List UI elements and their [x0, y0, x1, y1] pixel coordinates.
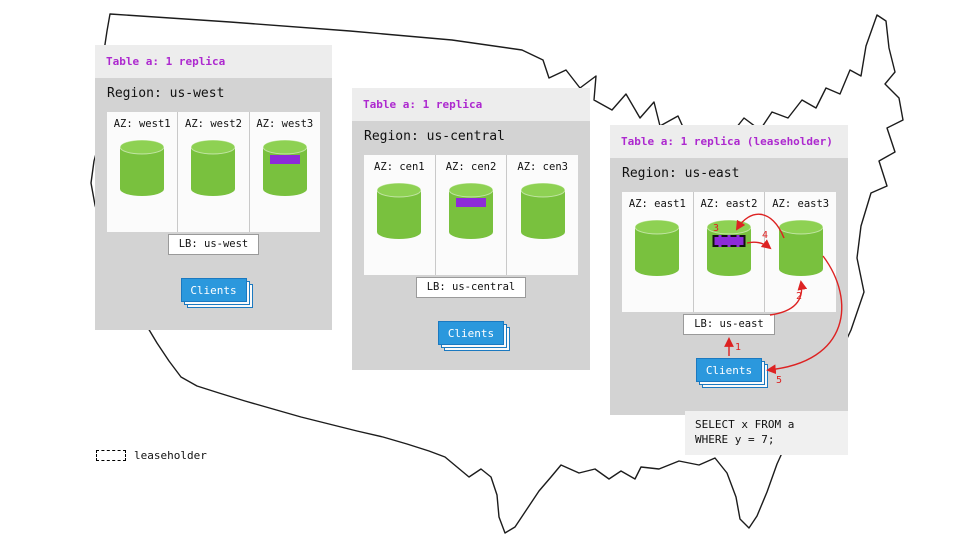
leaseholder-legend: leaseholder — [96, 449, 207, 462]
az-label: AZ: west1 — [113, 118, 171, 130]
leaseholder-replica-bar — [712, 235, 746, 247]
database-cylinder-icon — [778, 219, 824, 277]
clients-button[interactable]: Clients — [438, 321, 504, 345]
table-replica-text: Table a: 1 replica — [106, 55, 226, 68]
az-label: AZ: cen1 — [374, 161, 425, 173]
sql-line-1: SELECT x FROM a — [695, 418, 795, 431]
az-label: AZ: east2 — [700, 198, 758, 210]
database-cylinder-icon — [190, 139, 236, 197]
table-replica-text: Table a: 1 replica — [363, 98, 483, 111]
database-cylinder-icon — [448, 182, 494, 240]
database-cylinder-icon — [376, 182, 422, 240]
panel-inner: Region: us-central AZ: cen1 AZ: cen2 — [352, 121, 590, 345]
az-column-cen1: AZ: cen1 — [364, 155, 435, 275]
az-column-west1: AZ: west1 — [107, 112, 177, 232]
az-column-west2: AZ: west2 — [177, 112, 248, 232]
az-label: AZ: west2 — [185, 118, 242, 130]
az-column-west3: AZ: west3 — [248, 112, 320, 232]
sql-query-box: SELECT x FROM a WHERE y = 7; — [685, 411, 848, 455]
az-label: AZ: cen3 — [517, 161, 568, 173]
replica-bar — [456, 198, 486, 207]
region-panel-us-central: Table a: 1 replica Region: us-central AZ… — [352, 88, 590, 370]
clients-button[interactable]: Clients — [696, 358, 762, 382]
table-replica-label: Table a: 1 replica — [352, 88, 590, 121]
region-panel-us-west: Table a: 1 replica Region: us-west AZ: w… — [95, 45, 332, 330]
leaseholder-swatch-icon — [96, 450, 126, 461]
az-column-east2: AZ: east2 — [692, 192, 765, 312]
region-title: Region: us-east — [622, 166, 740, 181]
clients-button[interactable]: Clients — [180, 278, 247, 302]
az-label: AZ: east1 — [628, 198, 686, 210]
database-cylinder-icon — [634, 219, 680, 277]
az-box: AZ: west1 AZ: west2 AZ: west3 — [107, 112, 320, 232]
database-cylinder-icon — [262, 139, 308, 197]
az-label: AZ: west3 — [256, 118, 314, 130]
panel-inner: Region: us-east AZ: east1 AZ: east2 — [610, 158, 848, 382]
az-label: AZ: cen2 — [445, 161, 497, 173]
legend-label: leaseholder — [134, 449, 207, 462]
az-box: AZ: cen1 AZ: cen2 AZ: cen3 — [364, 155, 578, 275]
sql-line-2: WHERE y = 7; — [695, 433, 775, 446]
load-balancer-box: LB: us-west — [167, 234, 260, 255]
region-title: Region: us-central — [364, 129, 505, 144]
load-balancer-box: LB: us-east — [683, 314, 775, 335]
az-column-east1: AZ: east1 — [622, 192, 693, 312]
replica-bar — [269, 155, 300, 164]
database-cylinder-icon — [119, 139, 165, 197]
table-replica-label: Table a: 1 replica — [95, 45, 332, 78]
database-cylinder-icon — [520, 182, 566, 240]
az-column-east3: AZ: east3 — [764, 192, 836, 312]
database-cylinder-icon — [706, 219, 752, 277]
az-column-cen2: AZ: cen2 — [434, 155, 507, 275]
region-title: Region: us-west — [107, 86, 225, 101]
load-balancer-box: LB: us-central — [415, 277, 527, 298]
region-panel-us-east: Table a: 1 replica (leaseholder) Region:… — [610, 125, 848, 415]
table-replica-label: Table a: 1 replica (leaseholder) — [610, 125, 848, 158]
az-box: AZ: east1 AZ: east2 AZ: east3 — [622, 192, 836, 312]
panel-inner: Region: us-west AZ: west1 AZ: west2 AZ: … — [95, 78, 332, 302]
az-label: AZ: east3 — [772, 198, 830, 210]
az-column-cen3: AZ: cen3 — [506, 155, 578, 275]
table-replica-text: Table a: 1 replica (leaseholder) — [621, 135, 833, 148]
